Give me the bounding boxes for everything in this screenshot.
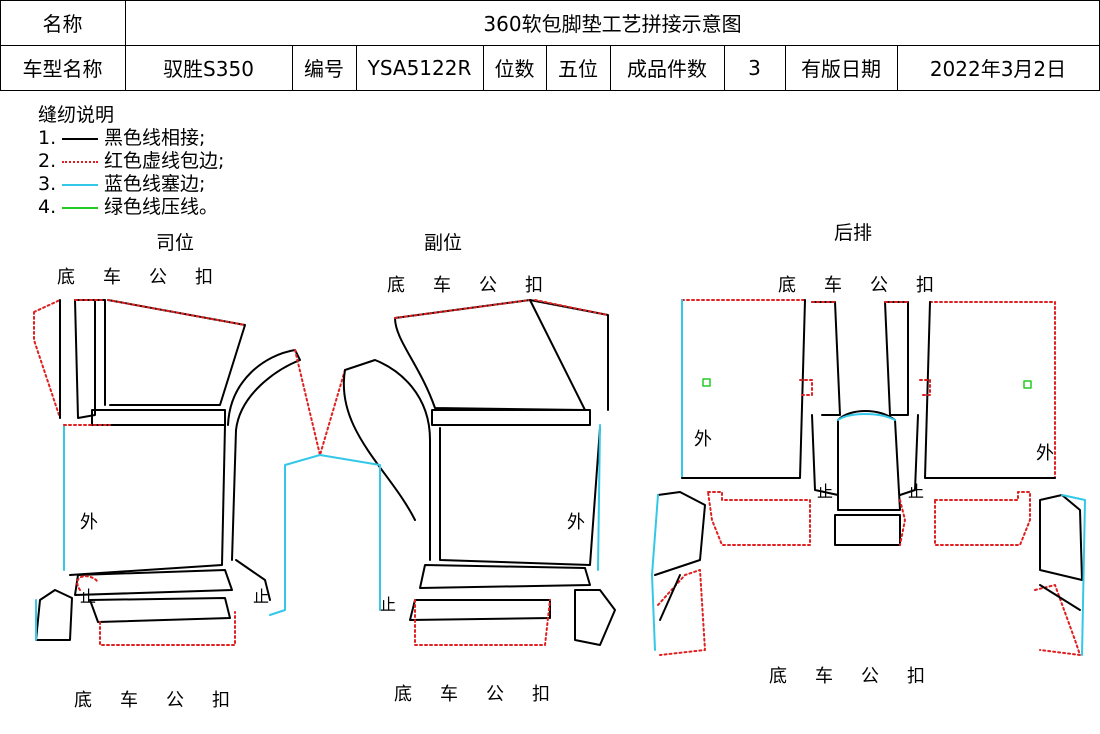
outer-label: 外	[1036, 443, 1054, 464]
legend-swatch-green	[62, 206, 98, 209]
outer-label: 外	[694, 429, 712, 450]
outer-label: 外	[80, 512, 98, 533]
model-value: 驭胜S350	[163, 57, 254, 81]
stop-label: 止	[380, 595, 397, 614]
passenger-mat-pattern	[319, 299, 616, 646]
bottom-buckle-label: 底车公扣	[74, 690, 258, 711]
legend-num: 2.	[38, 150, 57, 172]
legend-text: 蓝色线塞边;	[104, 173, 206, 195]
bottom-buckle-label: 底车公扣	[769, 666, 953, 687]
stop-label: 止	[80, 587, 97, 606]
date-value: 2022年3月2日	[929, 57, 1067, 81]
pieces-value: 3	[748, 55, 761, 80]
model-label: 车型名称	[22, 57, 103, 81]
name-label: 名称	[42, 12, 83, 36]
legend-text: 红色虚线包边;	[104, 150, 225, 172]
bottom-buckle-label: 底车公扣	[387, 275, 571, 296]
legend-text: 黑色线相接;	[104, 127, 206, 149]
legend-item: 3. 蓝色线塞边;	[38, 173, 224, 196]
legend-title: 缝纫说明	[38, 104, 115, 126]
legend-num: 1.	[38, 127, 57, 149]
section-title-passenger: 副位	[424, 232, 463, 254]
stop-label: 止	[253, 587, 270, 606]
legend-swatch-red	[62, 160, 98, 163]
code-value: YSA5122R	[367, 55, 472, 80]
legend-text: 绿色线压线。	[104, 196, 219, 218]
seats-value: 五位	[558, 57, 598, 81]
legend-num: 3.	[38, 173, 57, 195]
legend-swatch-cyan	[62, 183, 98, 186]
diagram-title: 360软包脚垫工艺拼接示意图	[483, 12, 742, 36]
section-title-rear: 后排	[834, 222, 873, 244]
outer-label: 外	[567, 512, 585, 533]
sewing-legend: 缝纫说明 1. 黑色线相接; 2. 红色虚线包边; 3. 蓝色线塞边; 4. 绿…	[38, 104, 224, 219]
legend-swatch-black	[62, 137, 98, 140]
pieces-label: 成品件数	[627, 57, 707, 81]
driver-mat-pattern	[33, 299, 321, 646]
legend-item: 2. 红色虚线包边;	[38, 150, 224, 173]
legend-item: 1. 黑色线相接;	[38, 127, 224, 150]
stop-label: 止	[908, 482, 925, 501]
date-label: 有版日期	[801, 57, 881, 81]
legend-item: 4. 绿色线压线。	[38, 196, 224, 219]
stop-label: 止	[817, 482, 834, 501]
code-label: 编号	[304, 57, 344, 81]
bottom-buckle-label: 底车公扣	[778, 275, 962, 296]
legend-num: 4.	[38, 196, 57, 218]
section-title-driver: 司位	[156, 232, 195, 254]
bottom-buckle-label: 底车公扣	[394, 684, 578, 705]
rear-mat-pattern	[651, 299, 1086, 656]
bottom-buckle-label: 底车公扣	[57, 267, 241, 288]
seats-label: 位数	[494, 57, 535, 81]
